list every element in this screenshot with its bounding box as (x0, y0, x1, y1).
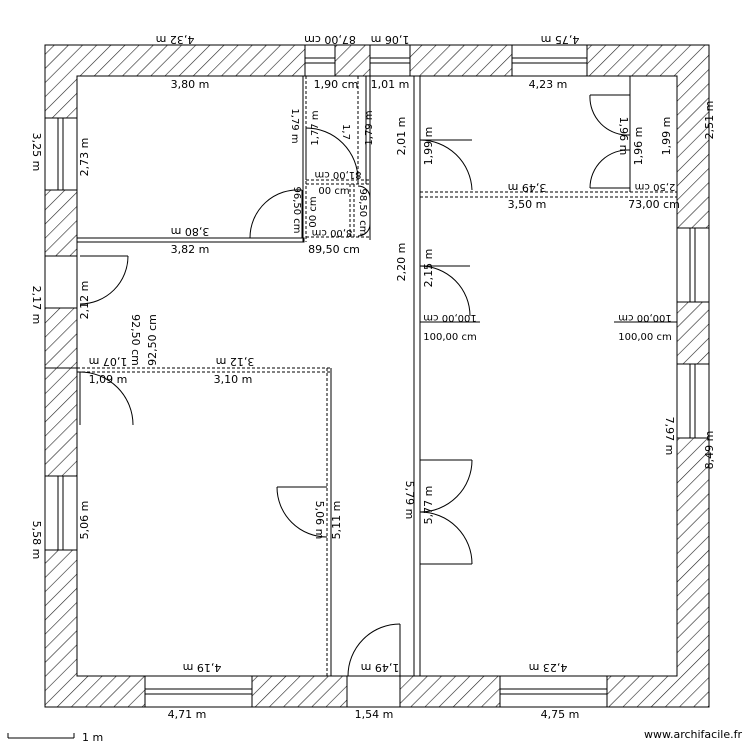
dim-door-w4: 100,00 cm (618, 332, 671, 343)
dim-r4-top-a: 3,12 m (216, 355, 255, 368)
interior-walls (76, 75, 677, 677)
dim-wc-h4: 1,79 m (364, 110, 375, 145)
door-wc (305, 127, 359, 181)
dim-r1-bottom-in: 3,80 m (171, 225, 210, 238)
door-room4 (79, 371, 134, 426)
window-top-1 (304, 44, 336, 77)
scale-bar: 1 m (7, 731, 103, 744)
dim-small-g: 8,00 cm (312, 227, 353, 238)
doors (79, 94, 631, 677)
dim-wc-width: 1,90 cm (314, 78, 359, 91)
dim-small-e: 00 cm (308, 196, 319, 227)
dim-door-w3: 100,00 cm (618, 312, 671, 323)
dim-r5-bottom: 4,23 m (529, 661, 568, 674)
dim-r3-h-in: 1,99 m (422, 127, 435, 166)
dim-r5-h-a: 7,97 m (663, 417, 676, 456)
dim-corr-w2: 92,50 cm (146, 314, 159, 366)
dim-r4-top-b: 3,10 m (214, 373, 253, 386)
dim-wc-width-b: 1,01 m (371, 78, 410, 91)
dim-r3-bottom-a: 3,49 m (508, 181, 547, 194)
dim-r1-height: 2,73 m (78, 138, 91, 177)
dim-small-b: 00 cm (318, 186, 349, 197)
door-room1 (249, 189, 303, 239)
dim-r3-top: 4,23 m (529, 78, 568, 91)
dim-door-w2: 100,00 cm (423, 332, 476, 343)
door-bedroom-top (419, 265, 471, 317)
door-closet (589, 94, 631, 189)
dim-left-3: 5,58 m (30, 521, 43, 560)
dim-r3-h-b2: 1,96 m (632, 127, 645, 166)
dim-r4-h-b: 5,06 m (313, 501, 326, 540)
dim-r4-small-a: 1,07 m (89, 355, 128, 368)
door-room3-left (419, 139, 473, 191)
dimension-labels: 4,32 m 87,00 cm 1,06 m 4,75 m 4,71 m 1,5… (30, 33, 716, 721)
door-room4-right (276, 486, 328, 538)
windows (44, 44, 710, 708)
dim-wc-h3: 1,7 (340, 124, 351, 140)
scale-label: 1 m (82, 731, 103, 744)
left-wall-section (44, 307, 78, 369)
dim-wc-h2: 1,77 m (310, 110, 321, 145)
window-bottom-2 (499, 675, 608, 708)
window-left-2 (44, 255, 78, 309)
dim-r3-h-left: 2,01 m (395, 117, 408, 156)
window-bottom-1 (144, 675, 253, 708)
dim-small-d: 96,50 cm (291, 186, 302, 233)
dim-small-c: 98,50 cm (357, 188, 368, 235)
window-left-3 (44, 475, 78, 551)
window-top-2 (369, 44, 411, 77)
dim-hall-h: 2,20 m (395, 243, 408, 282)
door-small (357, 185, 371, 237)
door-double (419, 459, 473, 565)
entry-opening (346, 675, 401, 708)
dim-r3-c1: 2,50 cm (635, 181, 676, 192)
dim-door-w1: 100,00 cm (423, 312, 476, 323)
dim-top-2: 87,00 cm (304, 33, 356, 46)
dim-right-2: 8,49 m (703, 431, 716, 470)
dim-top-4: 4,75 m (541, 33, 580, 46)
dim-r1-top: 3,80 m (171, 78, 210, 91)
watermark: www.archifacile.fr (644, 728, 742, 741)
window-left-1 (44, 117, 78, 191)
dim-wc-h1: 1,79 m (289, 108, 300, 143)
dim-r4-h-c: 5,11 m (330, 501, 343, 540)
dim-r4-bottom: 4,19 m (183, 661, 222, 674)
exterior-walls (44, 44, 710, 708)
dim-left-1: 3,25 m (30, 133, 43, 172)
window-right-1 (676, 227, 710, 303)
dim-right-1: 2,51 m (703, 101, 716, 140)
dim-entry-w: 1,49 m (361, 661, 400, 674)
window-top-3 (511, 44, 588, 77)
dim-corr-w: 92,50 cm (129, 314, 142, 366)
dim-top-3: 1,06 m (371, 33, 410, 46)
dim-r3-h-c: 1,99 m (660, 117, 673, 156)
dim-left-2: 2,17 m (30, 286, 43, 325)
dim-r3-h-b: 1,96 m (617, 117, 630, 156)
dim-small-a: 81,00 cm (314, 169, 361, 180)
dim-bottom-3: 4,75 m (541, 708, 580, 721)
door-hall-left (79, 255, 129, 305)
dim-corr2-h-b: 5,77 m (422, 486, 435, 525)
dim-r3-c2: 73,00 cm (628, 198, 680, 211)
dim-r4-small-b: 1,09 m (89, 373, 128, 386)
door-entry (347, 623, 401, 677)
dim-r3-bottom-b: 3,50 m (508, 198, 547, 211)
dim-corr2-h-a: 5,79 m (403, 481, 416, 520)
dim-top-1: 4,32 m (156, 33, 195, 46)
dim-hall-h-in: 2,15 m (422, 249, 435, 288)
dim-r1-bottom-out: 3,82 m (171, 243, 210, 256)
dim-bottom-1: 4,71 m (168, 708, 207, 721)
dim-r4-h-a: 5,06 m (78, 501, 91, 540)
dim-small-f: 89,50 cm (308, 243, 360, 256)
dim-bottom-2: 1,54 m (355, 708, 394, 721)
window-right-2 (676, 363, 710, 439)
dim-corr-h: 2,12 m (78, 281, 91, 320)
